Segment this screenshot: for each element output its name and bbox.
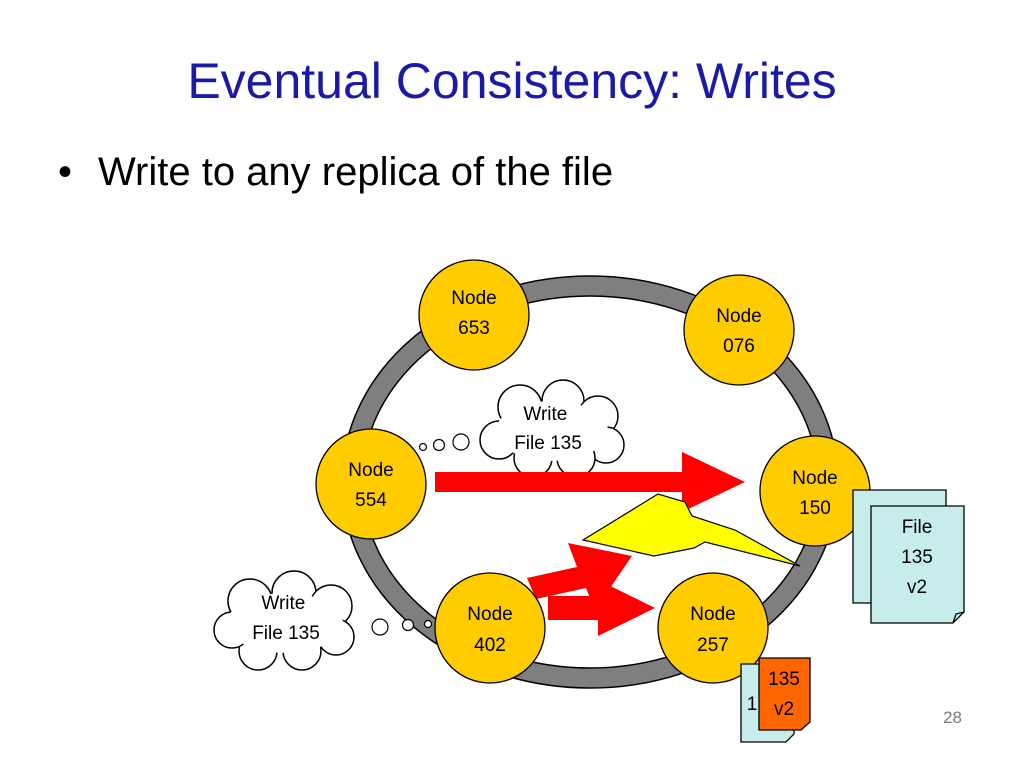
file-node150-line3: v2 — [907, 577, 927, 598]
slide-title: Eventual Consistency: Writes — [187, 53, 837, 109]
bullet-marker: • — [58, 150, 73, 194]
cloud-upper-line2: File 135 — [514, 433, 582, 454]
svg-text:Write File 135: Write File 135 — [514, 404, 582, 454]
node-554-label: Node — [348, 460, 393, 481]
file-135-v2-node257 — [740, 657, 811, 743]
node-554-circle — [315, 428, 427, 540]
node-150-label: Node — [792, 468, 837, 489]
node-257-label: Node — [690, 604, 735, 625]
file-node257-front-line1: 135 — [768, 669, 800, 690]
file-node257-front-line2: v2 — [774, 699, 794, 720]
bullet-item: • Write to any replica of the file — [58, 150, 613, 195]
file-135-v2-highlight — [758, 657, 811, 731]
node-402-circle — [434, 572, 546, 684]
write-arrow-554-to-150 — [435, 452, 745, 512]
node-402-label: Node — [467, 604, 512, 625]
node-150-number: 150 — [799, 498, 831, 519]
svg-text:Write File 135: Write File 135 — [252, 593, 320, 644]
cloud-lower-line1: Write — [261, 593, 305, 614]
file-node257-back-line1: 1 — [747, 694, 758, 715]
node-653-number: 653 — [458, 318, 490, 339]
node-076-label: Node — [716, 306, 761, 327]
node-076-circle — [683, 274, 795, 386]
node-076-number: 076 — [723, 336, 755, 357]
arrow-402-to-257 — [548, 580, 655, 636]
node-257-circle — [657, 572, 769, 684]
thought-cloud-lower — [213, 570, 433, 671]
cloud-upper-line1: Write — [523, 404, 567, 425]
node-402-number: 402 — [474, 635, 506, 656]
node-554-number: 554 — [355, 490, 387, 511]
file-135-v2-node150 — [852, 489, 965, 624]
file-node150-line2: 135 — [901, 547, 933, 568]
cloud-lower-line2: File 135 — [252, 623, 320, 644]
svg-text:1: 1 — [747, 694, 758, 715]
thought-cloud-upper — [418, 379, 625, 478]
file-node150-line1: File — [902, 517, 933, 538]
node-653-circle — [418, 259, 530, 371]
page-number: 28 — [943, 708, 962, 727]
lightning-bolt — [581, 493, 801, 567]
bullet-text: Write to any replica of the file — [98, 150, 614, 194]
node-257-number: 257 — [697, 635, 729, 656]
node-653-label: Node — [451, 288, 496, 309]
